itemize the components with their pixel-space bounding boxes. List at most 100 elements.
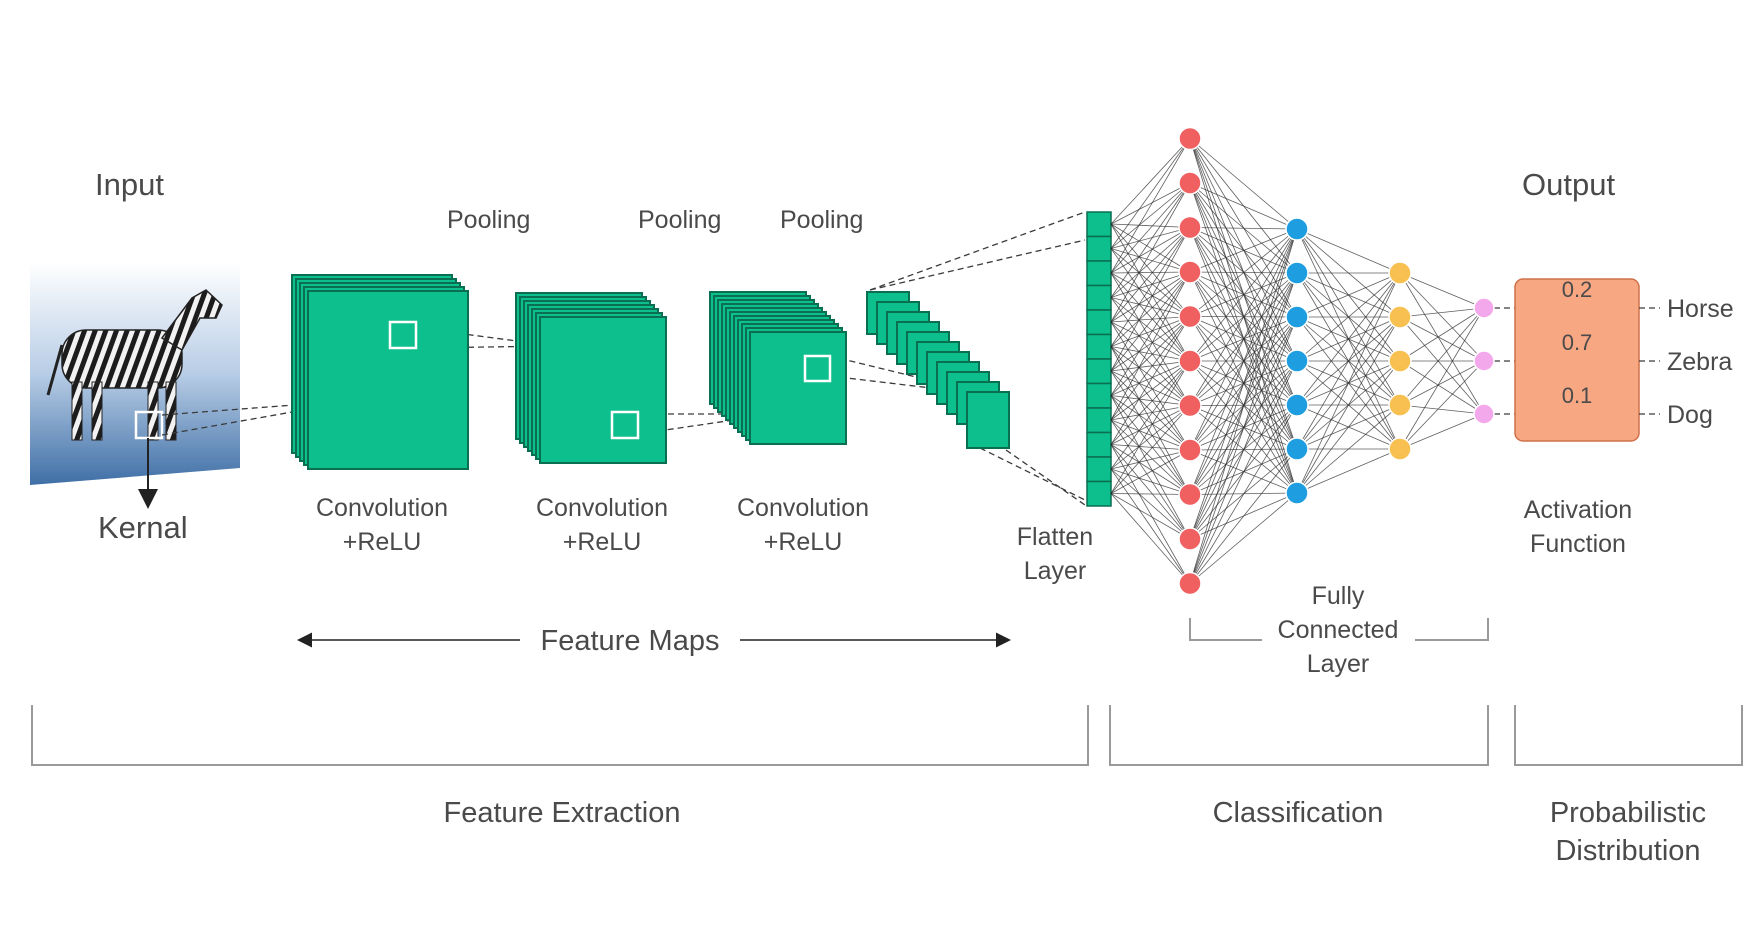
network-edge: [1110, 271, 1191, 347]
hidden-node-yellow: [1388, 349, 1412, 373]
hidden-node-red: [1178, 171, 1202, 195]
flatten-cell: [1086, 284, 1112, 311]
feature-map-stack-3: [709, 291, 847, 445]
network-edge: [1296, 272, 1401, 406]
network-edge: [1296, 228, 1401, 274]
pooling-label-1: Pooling: [447, 206, 530, 234]
fully-connected-label-line-3: Layer: [1307, 650, 1370, 678]
network-edge: [1110, 182, 1191, 249]
network-edge: [1399, 272, 1485, 309]
network-edge: [1110, 297, 1191, 406]
network-edge: [1399, 316, 1485, 415]
network-edge: [1296, 360, 1401, 494]
network-edge: [1399, 360, 1485, 406]
network-edge: [1189, 228, 1298, 273]
network-edge: [1110, 272, 1191, 317]
network-edge: [1399, 316, 1485, 362]
network-edge: [1110, 419, 1191, 540]
hidden-node-red: [1178, 304, 1202, 329]
network-edge: [1110, 248, 1191, 362]
network-edge: [1399, 413, 1485, 450]
hidden-node-yellow: [1388, 305, 1412, 329]
fully-connected-label-line-1: Fully: [1312, 582, 1365, 610]
network-edge: [1189, 227, 1298, 230]
network-edge: [1110, 227, 1191, 372]
network-edge: [1110, 395, 1191, 406]
network-edge: [1110, 468, 1191, 540]
network-edge: [1110, 321, 1191, 406]
flatten-label-line-1: Flatten: [1017, 523, 1093, 551]
network-edge: [1296, 272, 1401, 362]
network-edge: [1189, 404, 1298, 584]
output-node-pink: [1473, 403, 1495, 425]
network-edge: [1110, 248, 1191, 317]
network-edge: [1110, 405, 1191, 421]
network-edge: [1110, 223, 1191, 317]
network-edge: [1189, 492, 1298, 584]
feature-map-stack-1: [291, 274, 469, 470]
probabilistic-bracket: [1514, 705, 1743, 766]
network-edge: [1110, 444, 1191, 540]
conv-label-2-line-1: Convolution: [536, 494, 668, 522]
network-edge: [1110, 227, 1191, 323]
network-edge: [1110, 370, 1191, 495]
network-edge: [1110, 370, 1191, 451]
network-edge: [1110, 360, 1191, 421]
conv-label-1-line-1: Convolution: [316, 494, 448, 522]
feature-extraction-label: Feature Extraction: [444, 797, 681, 829]
network-edge: [1399, 307, 1485, 318]
network-edge: [1110, 346, 1191, 451]
pooling-label-3: Pooling: [780, 206, 863, 234]
network-edge: [1110, 405, 1191, 445]
network-edge: [1296, 316, 1401, 494]
network-edge: [1296, 448, 1401, 494]
flatten-cell: [1086, 333, 1112, 360]
network-edge: [1110, 248, 1191, 273]
pooled-feature-maps: [866, 291, 1010, 449]
network-edge: [1110, 316, 1191, 445]
hidden-node-blue: [1285, 217, 1309, 241]
network-edge: [1110, 227, 1191, 249]
network-edge: [1296, 272, 1401, 494]
network-edge: [1110, 271, 1191, 298]
hidden-node-yellow: [1388, 261, 1412, 285]
network-edge: [1110, 493, 1191, 540]
network-edge: [1110, 444, 1191, 451]
classification-label: Classification: [1213, 797, 1384, 829]
network-edge: [1110, 493, 1191, 584]
hidden-node-red: [1178, 482, 1202, 507]
network-edge: [1189, 228, 1298, 451]
network-edge: [1110, 346, 1191, 495]
feature-map-stack-2: [515, 292, 667, 464]
feature-maps-span: Feature Maps: [297, 625, 1011, 657]
hidden-node-blue: [1285, 349, 1309, 373]
flatten-cell: [1086, 260, 1112, 287]
network-edge: [1296, 272, 1401, 450]
network-edge: [1110, 419, 1191, 451]
output-label: Output: [1522, 167, 1615, 202]
kernel-window-2-icon: [610, 410, 640, 440]
kernel-label: Kernal: [98, 510, 188, 545]
network-edge: [1110, 370, 1191, 406]
hidden-node-blue: [1285, 393, 1309, 417]
network-edge: [1110, 271, 1191, 421]
network-edge: [1399, 404, 1485, 415]
network-edge: [1110, 138, 1191, 274]
network-edge: [1399, 272, 1485, 362]
network-edge: [1189, 228, 1298, 406]
network-edge: [1399, 307, 1485, 362]
hidden-node-blue: [1285, 261, 1309, 285]
network-connections: [1110, 138, 1515, 584]
hidden-node-red: [1178, 349, 1202, 373]
hidden-node-red: [1178, 393, 1202, 418]
network-edge: [1189, 228, 1298, 584]
hidden-node-blue: [1285, 305, 1309, 329]
network-edge: [1110, 316, 1191, 323]
hidden-node-yellow: [1388, 393, 1412, 417]
flatten-cell: [1086, 211, 1112, 238]
network-edge: [1110, 227, 1191, 347]
flatten-cell: [1086, 456, 1112, 483]
network-edge: [1110, 360, 1191, 445]
flatten-cell: [1086, 431, 1112, 458]
